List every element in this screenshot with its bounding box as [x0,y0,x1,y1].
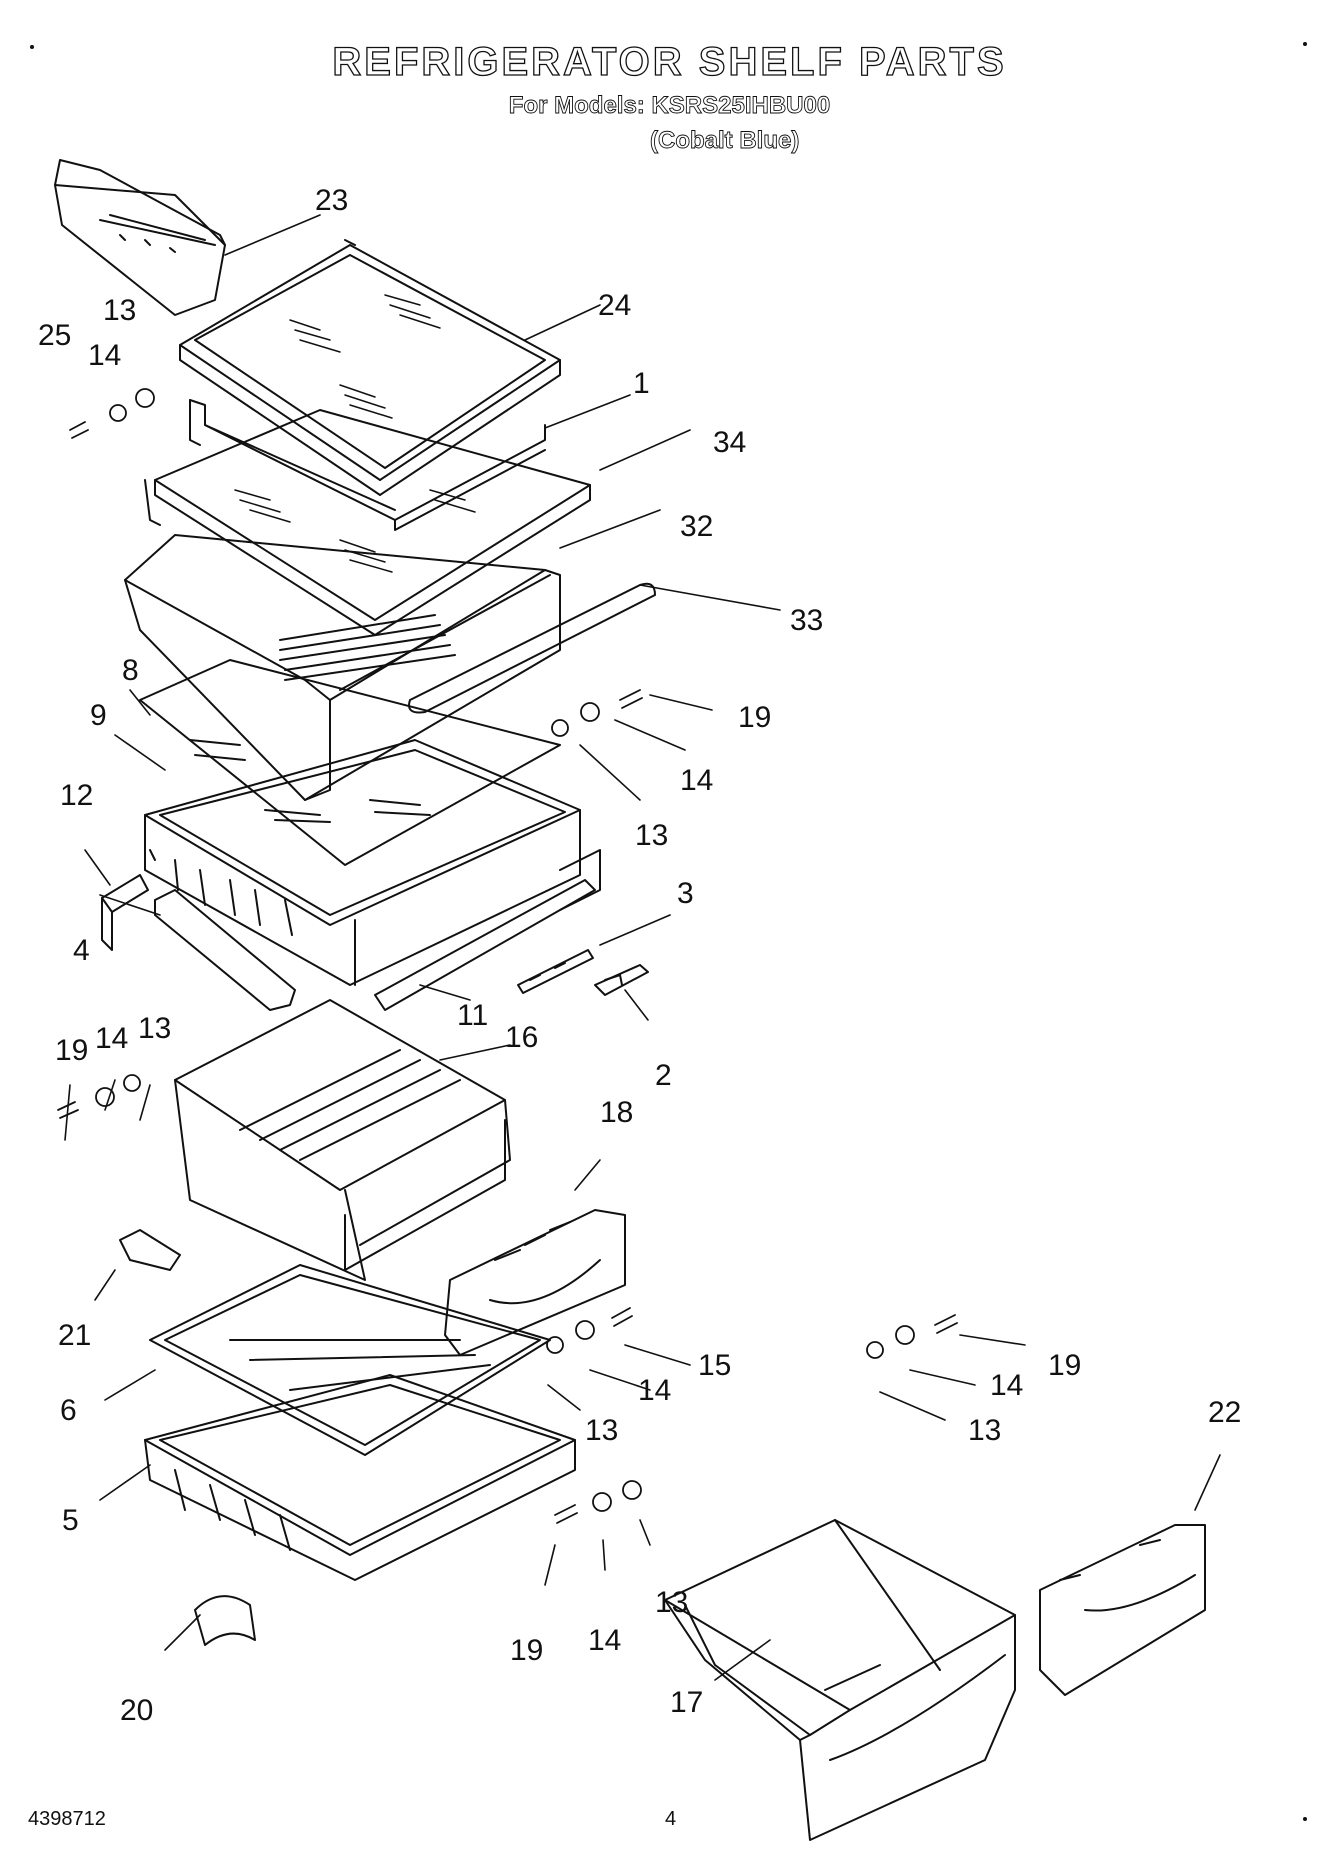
color-note: (Cobalt Blue) [650,127,800,155]
page-title: REFRIGERATOR SHELF PARTS [332,39,1007,84]
page-number: 4 [665,1808,677,1830]
part-label: 19 [510,1634,543,1667]
tab-21-part [119,1229,181,1271]
drawer-front-part [444,1209,626,1356]
part-label: 8 [122,654,139,687]
glass-sheet-part [139,659,561,866]
registration-dot [1303,42,1307,46]
part-label: 16 [505,1021,538,1054]
part-label: 1 [633,367,650,400]
registration-dot [1303,1817,1307,1821]
large-drawer-17-part [664,1519,1016,1841]
part-label: 34 [713,426,746,459]
part-label: 3 [677,877,694,910]
part-label: 5 [62,1504,79,1537]
door-bin-part [54,159,226,316]
crisper-drawer-part [174,999,511,1281]
part-label: 22 [1208,1396,1241,1429]
part-label: 14 [88,339,121,372]
part-label: 14 [588,1624,621,1657]
part-label: 13 [968,1414,1001,1447]
clip-part [101,874,149,951]
part-label: 24 [598,289,631,322]
part-label: 23 [315,184,348,217]
part-label: 19 [55,1034,88,1067]
part-label: 14 [638,1374,671,1407]
document-number: 4398712 [28,1808,106,1830]
registration-dot [30,45,34,49]
rod-part [408,582,656,714]
crisper-cover-part [124,534,561,801]
glass-insert-part [144,409,591,636]
part-label: 11 [457,999,488,1032]
drawer-front-22-part [1039,1524,1206,1696]
cap-20-part [194,1595,256,1646]
part-label: 14 [95,1022,128,1055]
part-label: 14 [680,764,713,797]
part-label: 25 [38,319,71,352]
part-label: 13 [138,1012,171,1045]
part-label: 33 [790,604,823,637]
clip-2-part [594,964,649,996]
part-label: 19 [738,701,771,734]
crisper-frame-part [144,739,601,986]
bottom-frame-part [144,1374,576,1581]
part-label: 21 [58,1319,91,1352]
part-label: 18 [600,1096,633,1129]
leader-lines [64,214,1221,1681]
slide-rail-part [154,889,296,1011]
part-label: 20 [120,1694,153,1727]
part-label: 6 [60,1394,77,1427]
part-label: 32 [680,510,713,543]
part-label: 14 [990,1369,1023,1402]
glass-shelf-6-part [149,1264,551,1456]
part-label: 2 [655,1059,672,1092]
model-number: For Models: KSRS25IHBU00 [508,92,831,120]
part-label: 9 [90,699,107,732]
top-glass-shelf-part [179,239,561,496]
part-label: 13 [635,819,668,852]
rail-part [374,879,596,1011]
part-label: 12 [60,779,93,812]
part-label: 13 [103,294,136,327]
part-label: 13 [585,1414,618,1447]
part-label: 13 [655,1586,688,1619]
hardware-parts [57,388,958,1524]
part-label: 15 [698,1349,731,1382]
clip-3-part [517,949,594,994]
part-label: 19 [1048,1349,1081,1382]
shelf-frame-bracket-part [189,399,546,531]
part-label: 17 [670,1686,703,1719]
part-label: 4 [73,934,90,967]
